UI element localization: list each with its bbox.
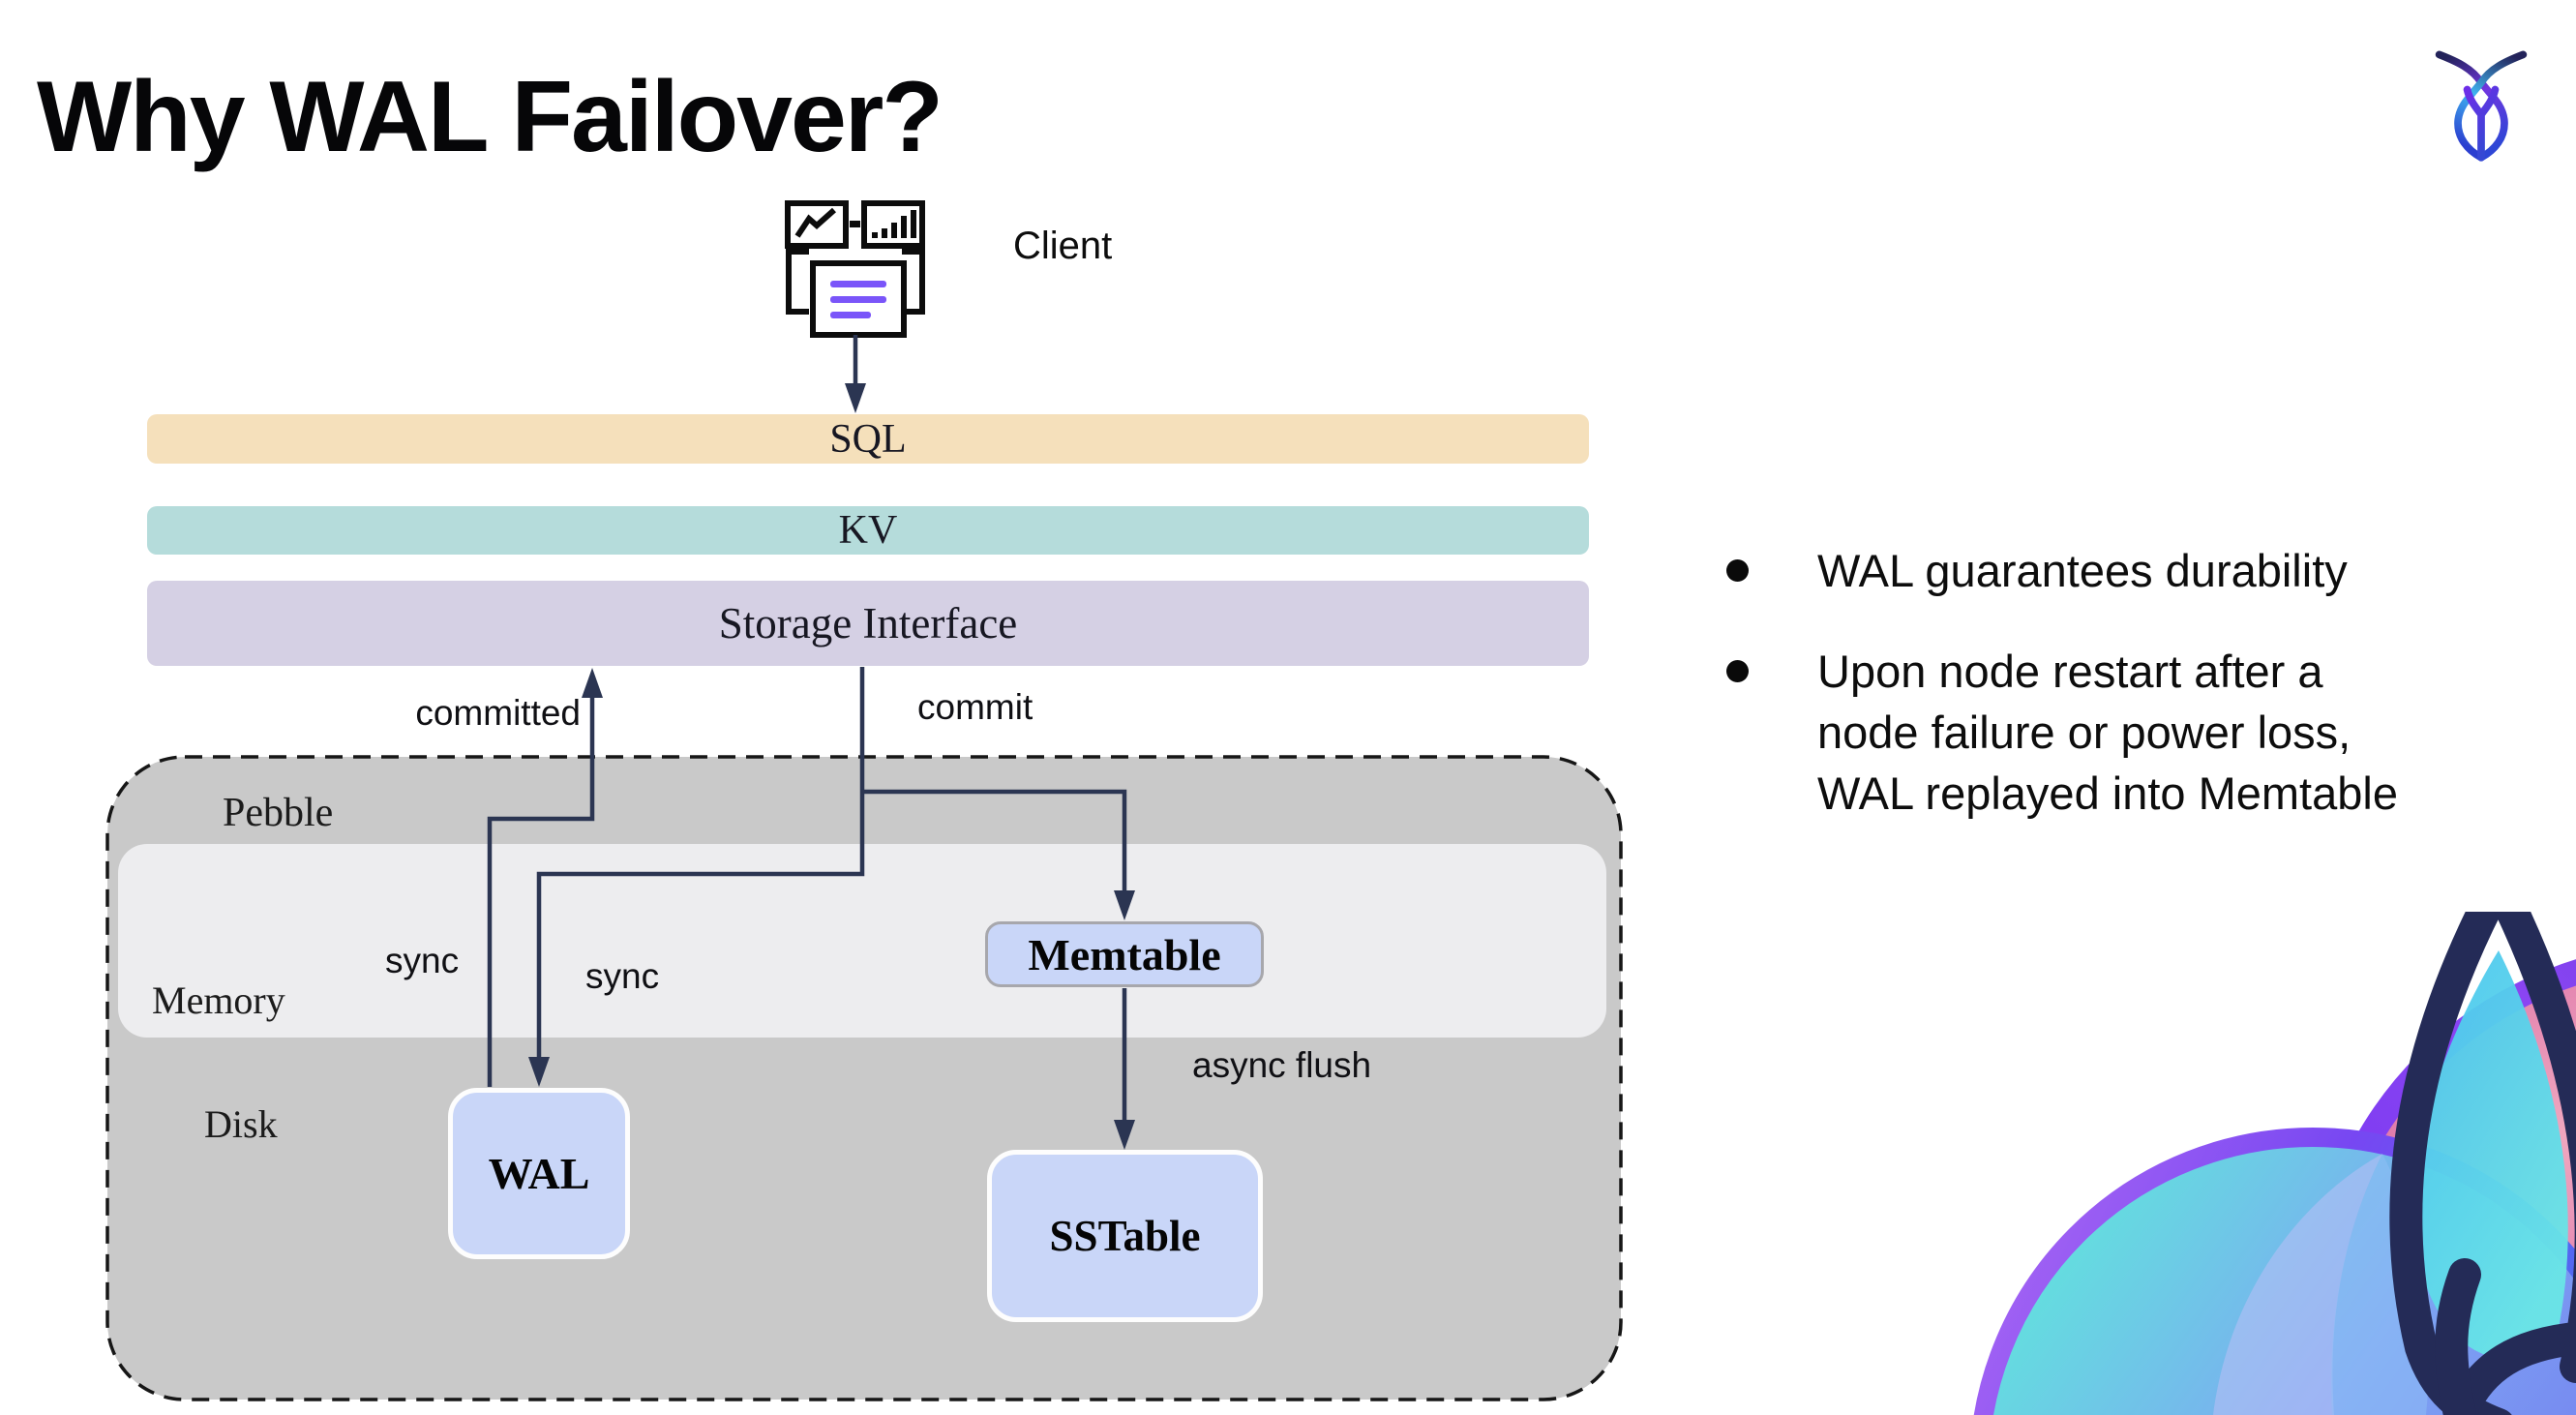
layer-kv-label: KV [838, 508, 898, 553]
bullet-icon [1726, 559, 1749, 582]
node-wal-label: WAL [488, 1149, 590, 1198]
client-icon [785, 200, 925, 338]
bracket-left [786, 249, 809, 315]
arrowhead-down-sql [845, 383, 866, 413]
art-pink-sphere [2342, 979, 2576, 1415]
node-sstable: SSTable [987, 1150, 1263, 1322]
arrowhead-up-committed [582, 668, 603, 698]
art-leaf [2413, 950, 2568, 1359]
bracket-right [902, 249, 925, 315]
arrowhead-down-wal [528, 1057, 550, 1087]
art-leaf-outline [2389, 912, 2576, 1415]
disk-label: Disk [204, 1102, 278, 1146]
memory-zone [118, 844, 1606, 1038]
line-chart-icon [785, 200, 849, 249]
list-item: WAL guarantees durability [1726, 540, 2348, 601]
memory-label: Memory [152, 978, 285, 1022]
node-memtable-label: Memtable [1028, 929, 1221, 979]
edge-label-committed: committed [415, 693, 581, 733]
arrowhead-down-sstable [1114, 1120, 1135, 1150]
note-text: WAL guarantees durability [1817, 545, 2348, 596]
pebble-label: Pebble [223, 791, 334, 835]
node-wal: WAL [448, 1088, 630, 1259]
document-icon [810, 260, 907, 338]
layer-storage-label: Storage Interface [718, 599, 1018, 647]
art-petal [2331, 1154, 2429, 1415]
layer-sql: SQL [147, 414, 1589, 464]
bullet-icon [1726, 660, 1749, 682]
art-purple-arc [2307, 959, 2576, 1415]
client-label: Client [1013, 225, 1113, 267]
layer-sql-label: SQL [829, 416, 907, 462]
node-sstable-label: SSTable [1049, 1212, 1201, 1260]
note-text: Upon node restart after a node failure o… [1817, 646, 2398, 819]
dash-connector [850, 221, 860, 227]
bar-chart-icon [861, 200, 925, 249]
edge-label-async-flush: async flush [1192, 1045, 1372, 1085]
art-petal [2213, 1154, 2382, 1415]
node-memtable: Memtable [985, 921, 1264, 987]
brand-artwork [1973, 912, 2576, 1415]
edge-label-sync-upper: sync [385, 941, 460, 980]
edge-label-sync-lower: sync [585, 956, 660, 996]
edge-label-commit: commit [917, 687, 1033, 727]
list-item: Upon node restart after a node failure o… [1726, 641, 2398, 824]
art-blue-sphere [1973, 1128, 2576, 1415]
cockroachdb-logo-icon [2435, 50, 2528, 162]
layer-storage-interface: Storage Interface [147, 581, 1589, 666]
layer-kv: KV [147, 506, 1589, 555]
page-title: Why WAL Failover? [37, 61, 944, 173]
